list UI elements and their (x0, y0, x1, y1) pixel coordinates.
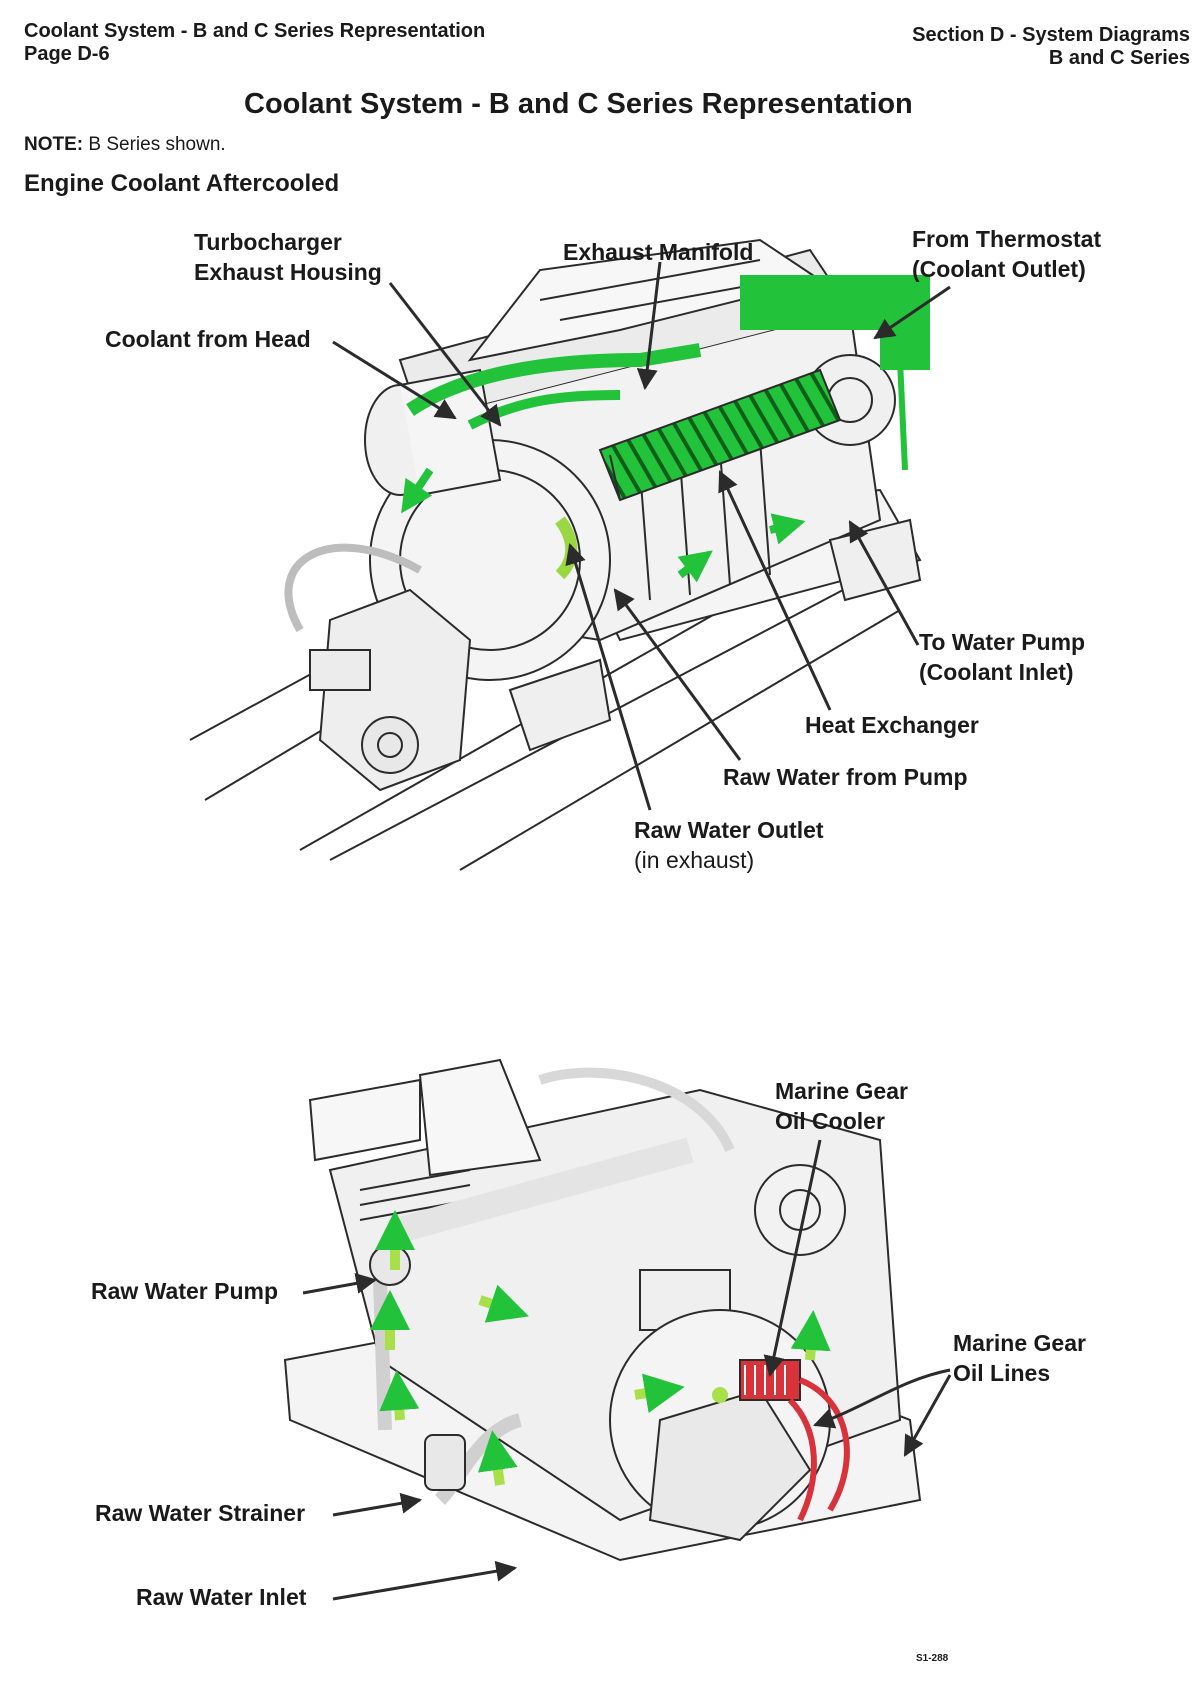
label-heat-exchanger: Heat Exchanger (805, 712, 979, 738)
bottom-engine-drawing (283, 1058, 922, 1562)
label-water-pump-line2: (Coolant Inlet) (919, 659, 1074, 685)
label-raw-water-outlet-line2: (in exhaust) (634, 847, 755, 873)
bottom-leader-lines (302, 1139, 952, 1601)
label-water-pump-line1: To Water Pump (919, 629, 1086, 655)
coolant-passages (401, 275, 930, 583)
label-thermostat-line2: (Coolant Outlet) (912, 256, 1086, 282)
label-raw-water-pump: Raw Water Pump (91, 1278, 279, 1304)
label-raw-water-strainer: Raw Water Strainer (95, 1500, 306, 1526)
label-raw-water-outlet: Raw Water Outlet (in exhaust) (634, 815, 824, 875)
note-prefix: NOTE: (24, 134, 84, 155)
label-marine-gear-oil-cooler: Marine Gear Oil Cooler (775, 1076, 908, 1136)
label-turbo-line2: Exhaust Housing (194, 259, 382, 285)
note-text: B Series shown. (83, 134, 226, 155)
label-oil-lines-line2: Oil Lines (953, 1360, 1051, 1386)
label-raw-water-inlet: Raw Water Inlet (136, 1584, 307, 1610)
label-oil-cooler-line2: Oil Cooler (775, 1108, 885, 1134)
label-marine-gear-oil-lines: Marine Gear Oil Lines (953, 1328, 1086, 1388)
header-right: Section D - System Diagrams B and C Seri… (912, 24, 1190, 70)
label-raw-water-from-pump: Raw Water from Pump (723, 764, 968, 790)
header-doc-title: Coolant System - B and C Series Represen… (24, 20, 486, 42)
raw-water-flow (370, 1210, 831, 1486)
header-section: Section D - System Diagrams (912, 24, 1190, 46)
label-oil-lines-line1: Marine Gear (953, 1330, 1086, 1356)
label-turbo-line1: Turbocharger (194, 229, 342, 255)
label-thermostat-line1: From Thermostat (912, 226, 1102, 252)
header-series: B and C Series (1048, 47, 1190, 69)
label-exhaust-manifold: Exhaust Manifold (563, 239, 754, 265)
top-leader-lines (332, 261, 951, 811)
header-page-number: Page D-6 (24, 43, 110, 65)
label-from-thermostat: From Thermostat (Coolant Outlet) (912, 224, 1101, 284)
label-turbocharger-exhaust-housing: Turbocharger Exhaust Housing (194, 227, 382, 287)
label-raw-water-outlet-line1: Raw Water Outlet (634, 817, 824, 843)
label-coolant-from-head: Coolant from Head (105, 326, 311, 352)
note: NOTE: B Series shown. (24, 134, 226, 156)
header-left: Coolant System - B and C Series Represen… (24, 20, 485, 66)
figure-number: S1-288 (916, 1653, 949, 1664)
page-title: Coolant System - B and C Series Represen… (244, 88, 913, 120)
label-oil-cooler-line1: Marine Gear (775, 1078, 908, 1104)
label-to-water-pump: To Water Pump (Coolant Inlet) (919, 627, 1085, 687)
section-subtitle: Engine Coolant Aftercooled (24, 170, 340, 197)
